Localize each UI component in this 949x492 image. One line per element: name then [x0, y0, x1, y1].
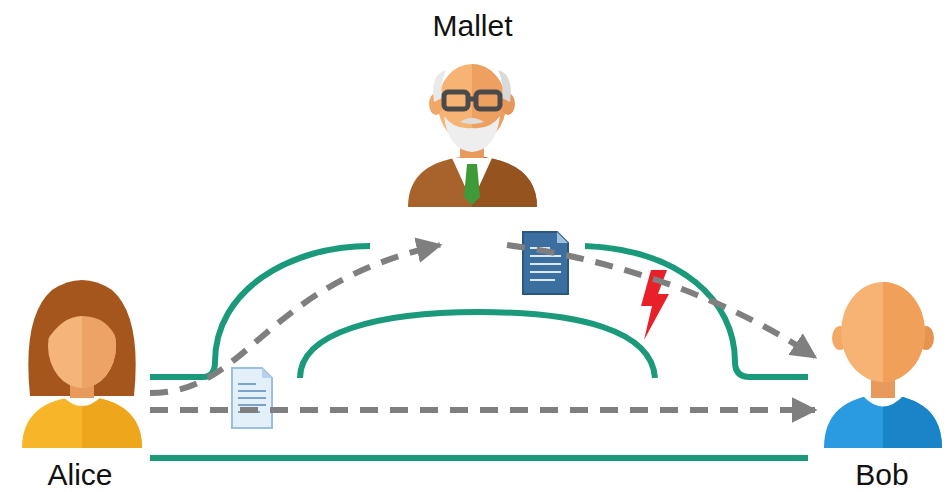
outer-tube-left [150, 246, 370, 377]
tamper-lightning [641, 270, 669, 340]
person-name: Alice [0, 458, 170, 492]
inner-tube [300, 312, 655, 378]
person-icon-alice [12, 276, 152, 448]
plain-document [232, 368, 272, 428]
dashed-arrow [507, 245, 815, 357]
dashed-arrow [150, 245, 440, 393]
person-icon-bob [818, 276, 948, 448]
tampered-document [523, 232, 568, 294]
outer-tube-right [585, 246, 808, 377]
person-node: Bob [815, 275, 949, 492]
person-node: Mallet [395, 5, 550, 245]
person-icon-mallet [400, 52, 545, 207]
person-name: Mallet [375, 9, 570, 43]
person-node: Alice [10, 275, 150, 492]
dashed-arrow [150, 407, 815, 413]
bottom-tube [150, 455, 808, 461]
person-name: Bob [795, 458, 949, 492]
